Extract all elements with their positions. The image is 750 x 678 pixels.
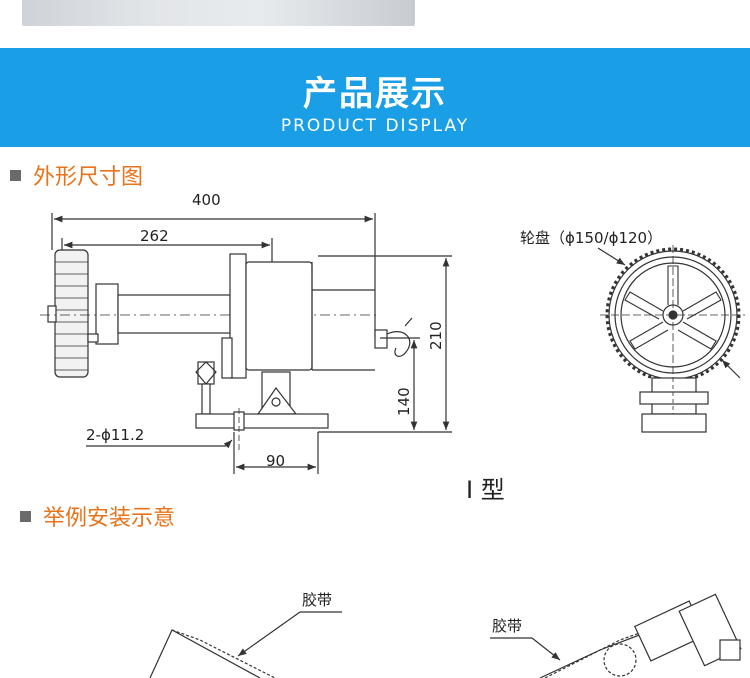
hole-spec-label: 2-ϕ11.2 bbox=[86, 426, 144, 444]
dim-90-label: 90 bbox=[266, 452, 285, 470]
banner-title: 产品展示 bbox=[303, 74, 447, 114]
belt-label-left: 胶带 bbox=[302, 591, 332, 609]
dim-400-label: 400 bbox=[192, 191, 221, 209]
section-install-title: 举例安装示意 bbox=[43, 506, 176, 531]
section-install-heading: 举例安装示意 bbox=[20, 500, 175, 532]
square-bullet-icon bbox=[10, 169, 21, 181]
type-label: I 型 bbox=[466, 476, 505, 504]
dim-140-label: 140 bbox=[395, 387, 413, 416]
square-bullet-icon bbox=[20, 510, 31, 522]
banner-subtitle: PRODUCT DISPLAY bbox=[280, 116, 470, 136]
section-dimensions-heading: 外形尺寸图 bbox=[10, 159, 143, 191]
dim-262-label: 262 bbox=[140, 227, 169, 245]
product-display-banner: 产品展示 PRODUCT DISPLAY bbox=[0, 48, 750, 147]
belt-label-right: 胶带 bbox=[492, 617, 522, 635]
section-dimensions-title: 外形尺寸图 bbox=[33, 165, 144, 190]
wheel-label: 轮盘（ϕ150/ϕ120） bbox=[520, 229, 662, 247]
product-photo-strip bbox=[22, 0, 415, 26]
dim-210-label: 210 bbox=[427, 321, 445, 350]
